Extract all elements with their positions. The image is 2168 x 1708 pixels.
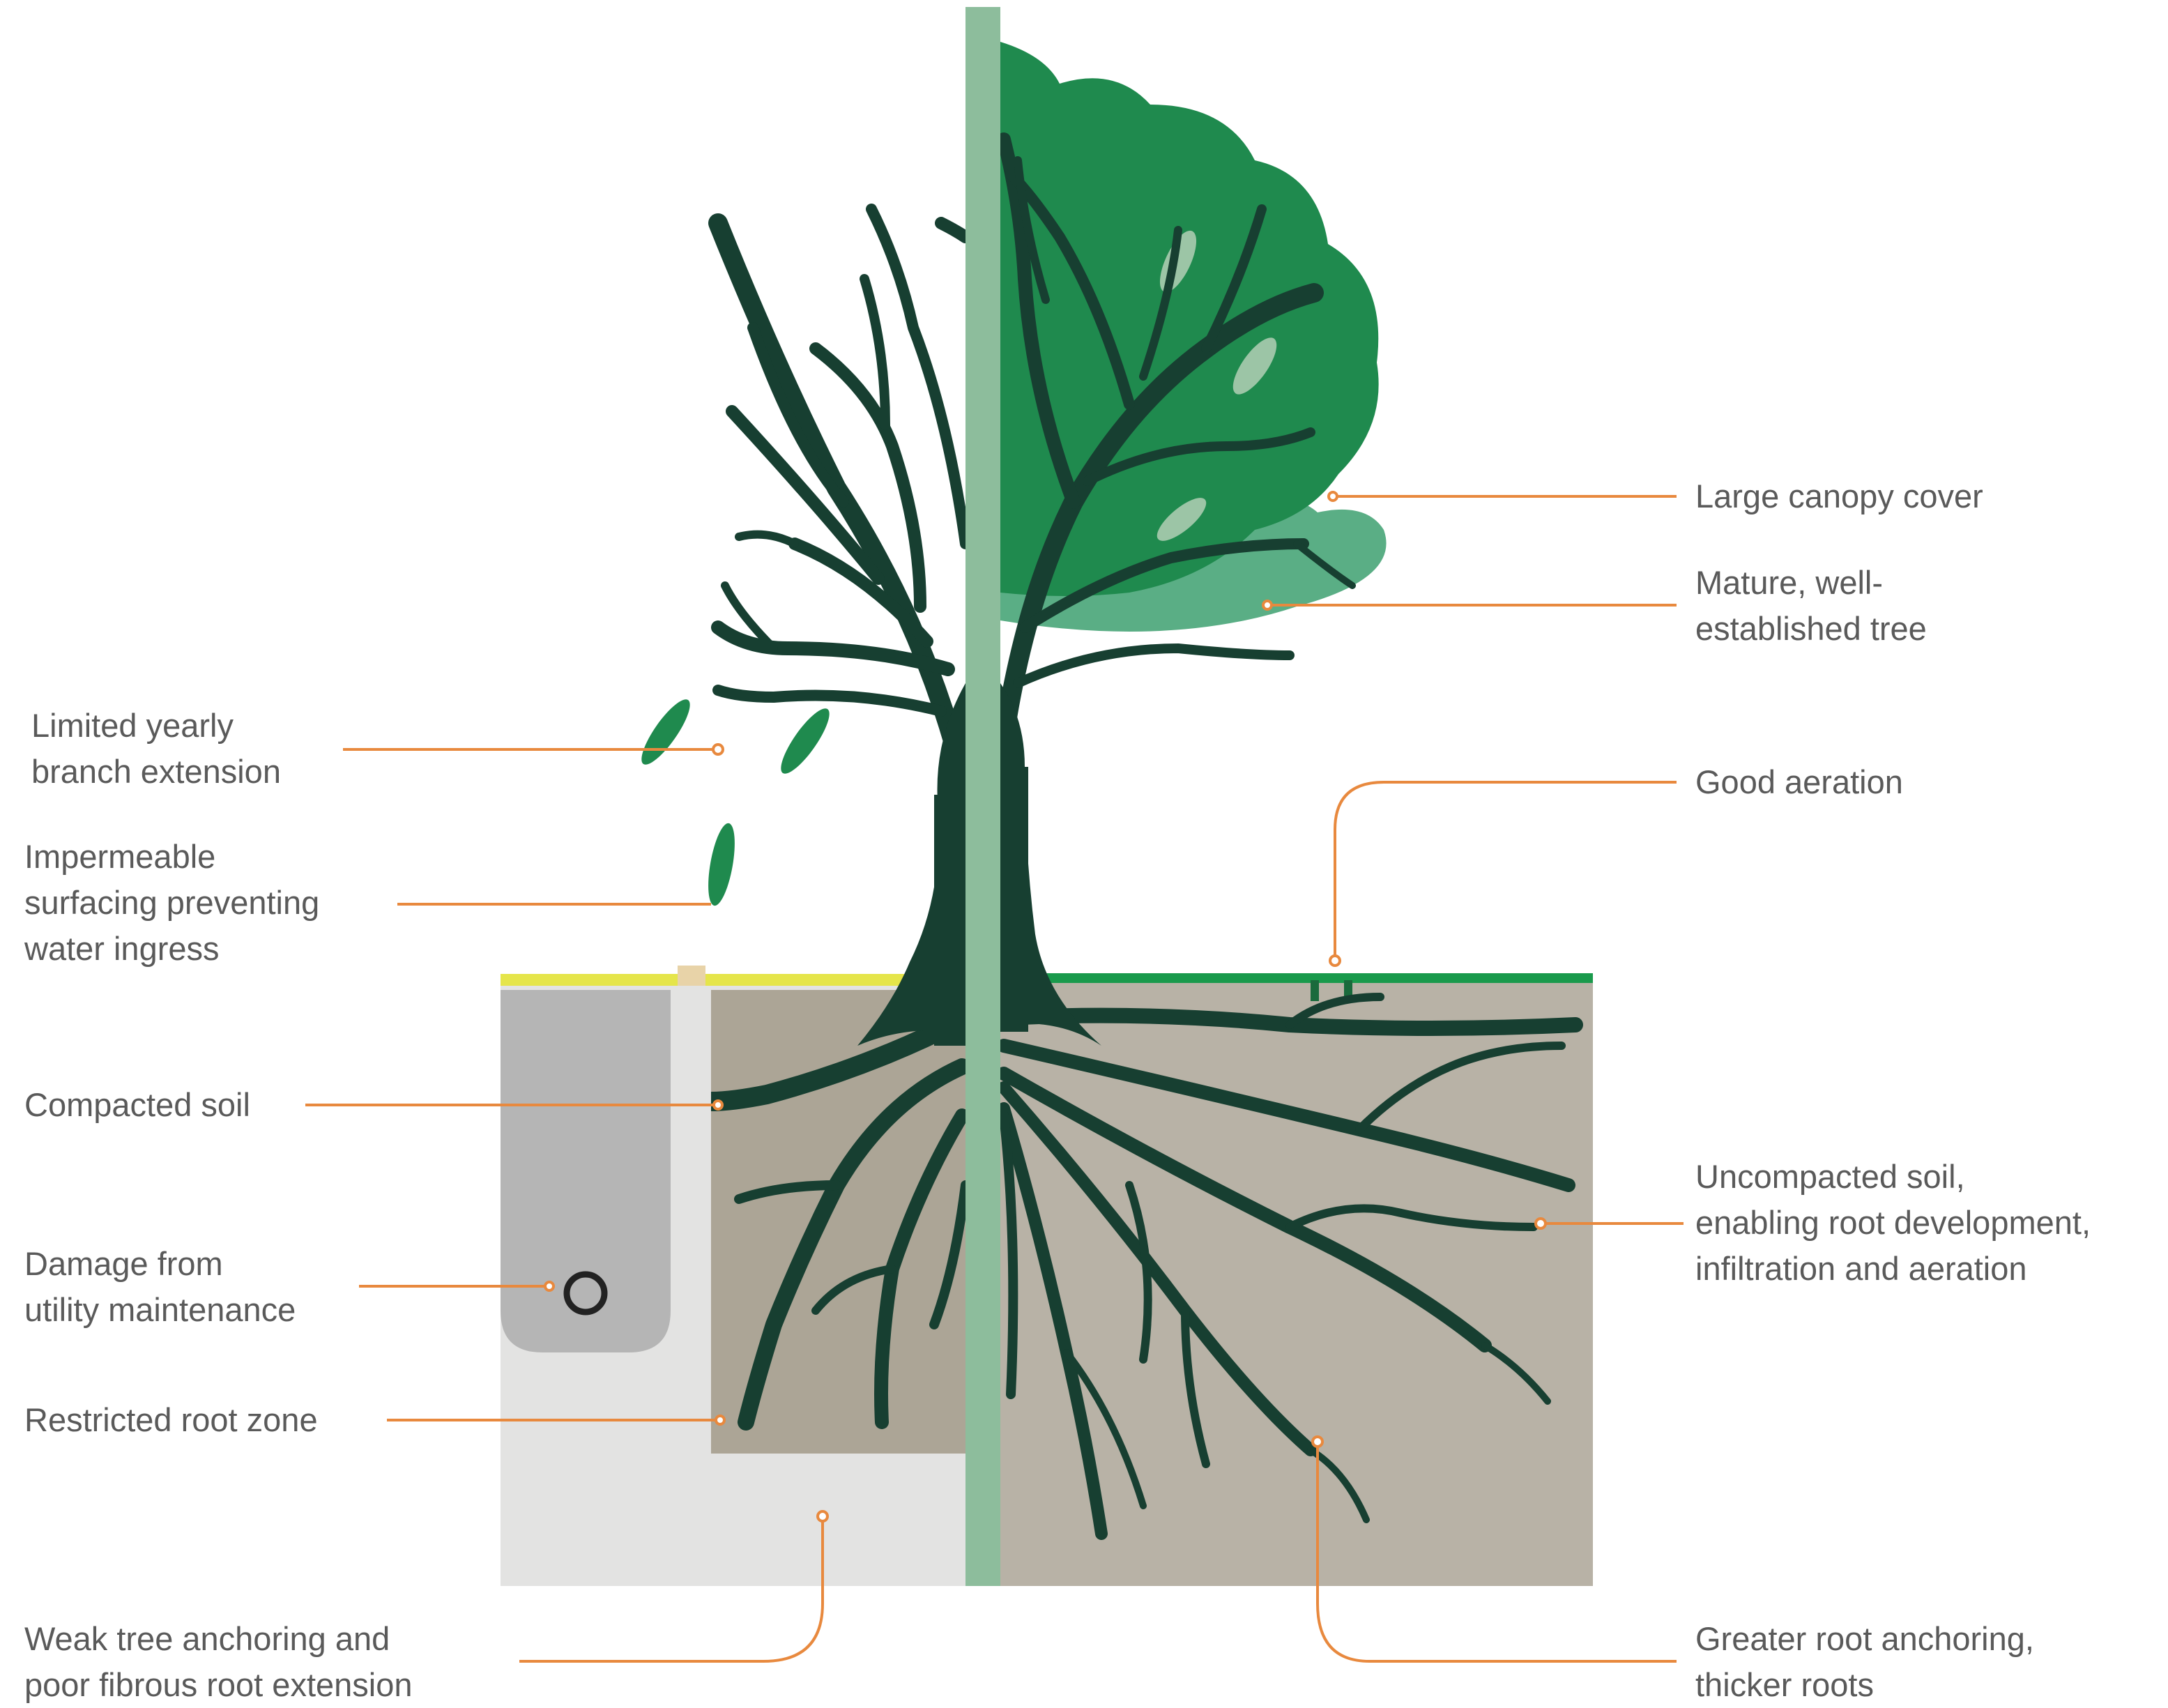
label-line: infiltration and aeration bbox=[1695, 1246, 2091, 1292]
label-restricted: Restricted root zone bbox=[24, 1397, 318, 1443]
label-line: Uncompacted soil, bbox=[1695, 1154, 2091, 1200]
label-line: surfacing preventing bbox=[24, 880, 319, 926]
grass-strip bbox=[1000, 973, 1593, 983]
label-line: utility maintenance bbox=[24, 1287, 296, 1333]
label-greater-anchoring: Greater root anchoring, thicker roots bbox=[1695, 1616, 2034, 1708]
label-line: Large canopy cover bbox=[1695, 473, 1983, 519]
label-line: Compacted soil bbox=[24, 1082, 250, 1128]
label-line: poor fibrous root extension bbox=[24, 1662, 413, 1708]
label-aeration: Good aeration bbox=[1695, 759, 1903, 805]
label-line: enabling root development, bbox=[1695, 1200, 2091, 1246]
label-impermeable: Impermeable surfacing preventing water i… bbox=[24, 834, 319, 972]
label-line: Restricted root zone bbox=[24, 1397, 318, 1443]
leader-aeration bbox=[1335, 782, 1677, 961]
label-limited-branch: Limited yearly branch extension bbox=[31, 703, 281, 795]
label-line: Damage from bbox=[24, 1241, 296, 1287]
tree-left-branches bbox=[718, 209, 965, 788]
label-line: water ingress bbox=[24, 926, 319, 972]
label-canopy: Large canopy cover bbox=[1695, 473, 1983, 519]
label-weak-anchoring: Weak tree anchoring and poor fibrous roo… bbox=[24, 1616, 413, 1708]
label-line: thicker roots bbox=[1695, 1662, 2034, 1708]
label-line: Limited yearly bbox=[31, 703, 281, 749]
label-compacted: Compacted soil bbox=[24, 1082, 250, 1128]
paving-kerb bbox=[678, 966, 705, 986]
label-uncompacted: Uncompacted soil, enabling root developm… bbox=[1695, 1154, 2091, 1292]
label-line: established tree bbox=[1695, 606, 1927, 652]
label-line: Good aeration bbox=[1695, 759, 1903, 805]
label-line: Weak tree anchoring and bbox=[24, 1616, 413, 1662]
label-mature: Mature, well- established tree bbox=[1695, 560, 1927, 652]
aeration-post-left bbox=[1311, 980, 1319, 1001]
utility-trench bbox=[501, 990, 671, 1352]
label-line: Greater root anchoring, bbox=[1695, 1616, 2034, 1662]
center-divider bbox=[965, 7, 1000, 1586]
falling-leaves bbox=[634, 694, 837, 908]
label-line: branch extension bbox=[31, 749, 281, 795]
label-line: Impermeable bbox=[24, 834, 319, 880]
label-line: Mature, well- bbox=[1695, 560, 1927, 606]
label-utility: Damage from utility maintenance bbox=[24, 1241, 296, 1333]
